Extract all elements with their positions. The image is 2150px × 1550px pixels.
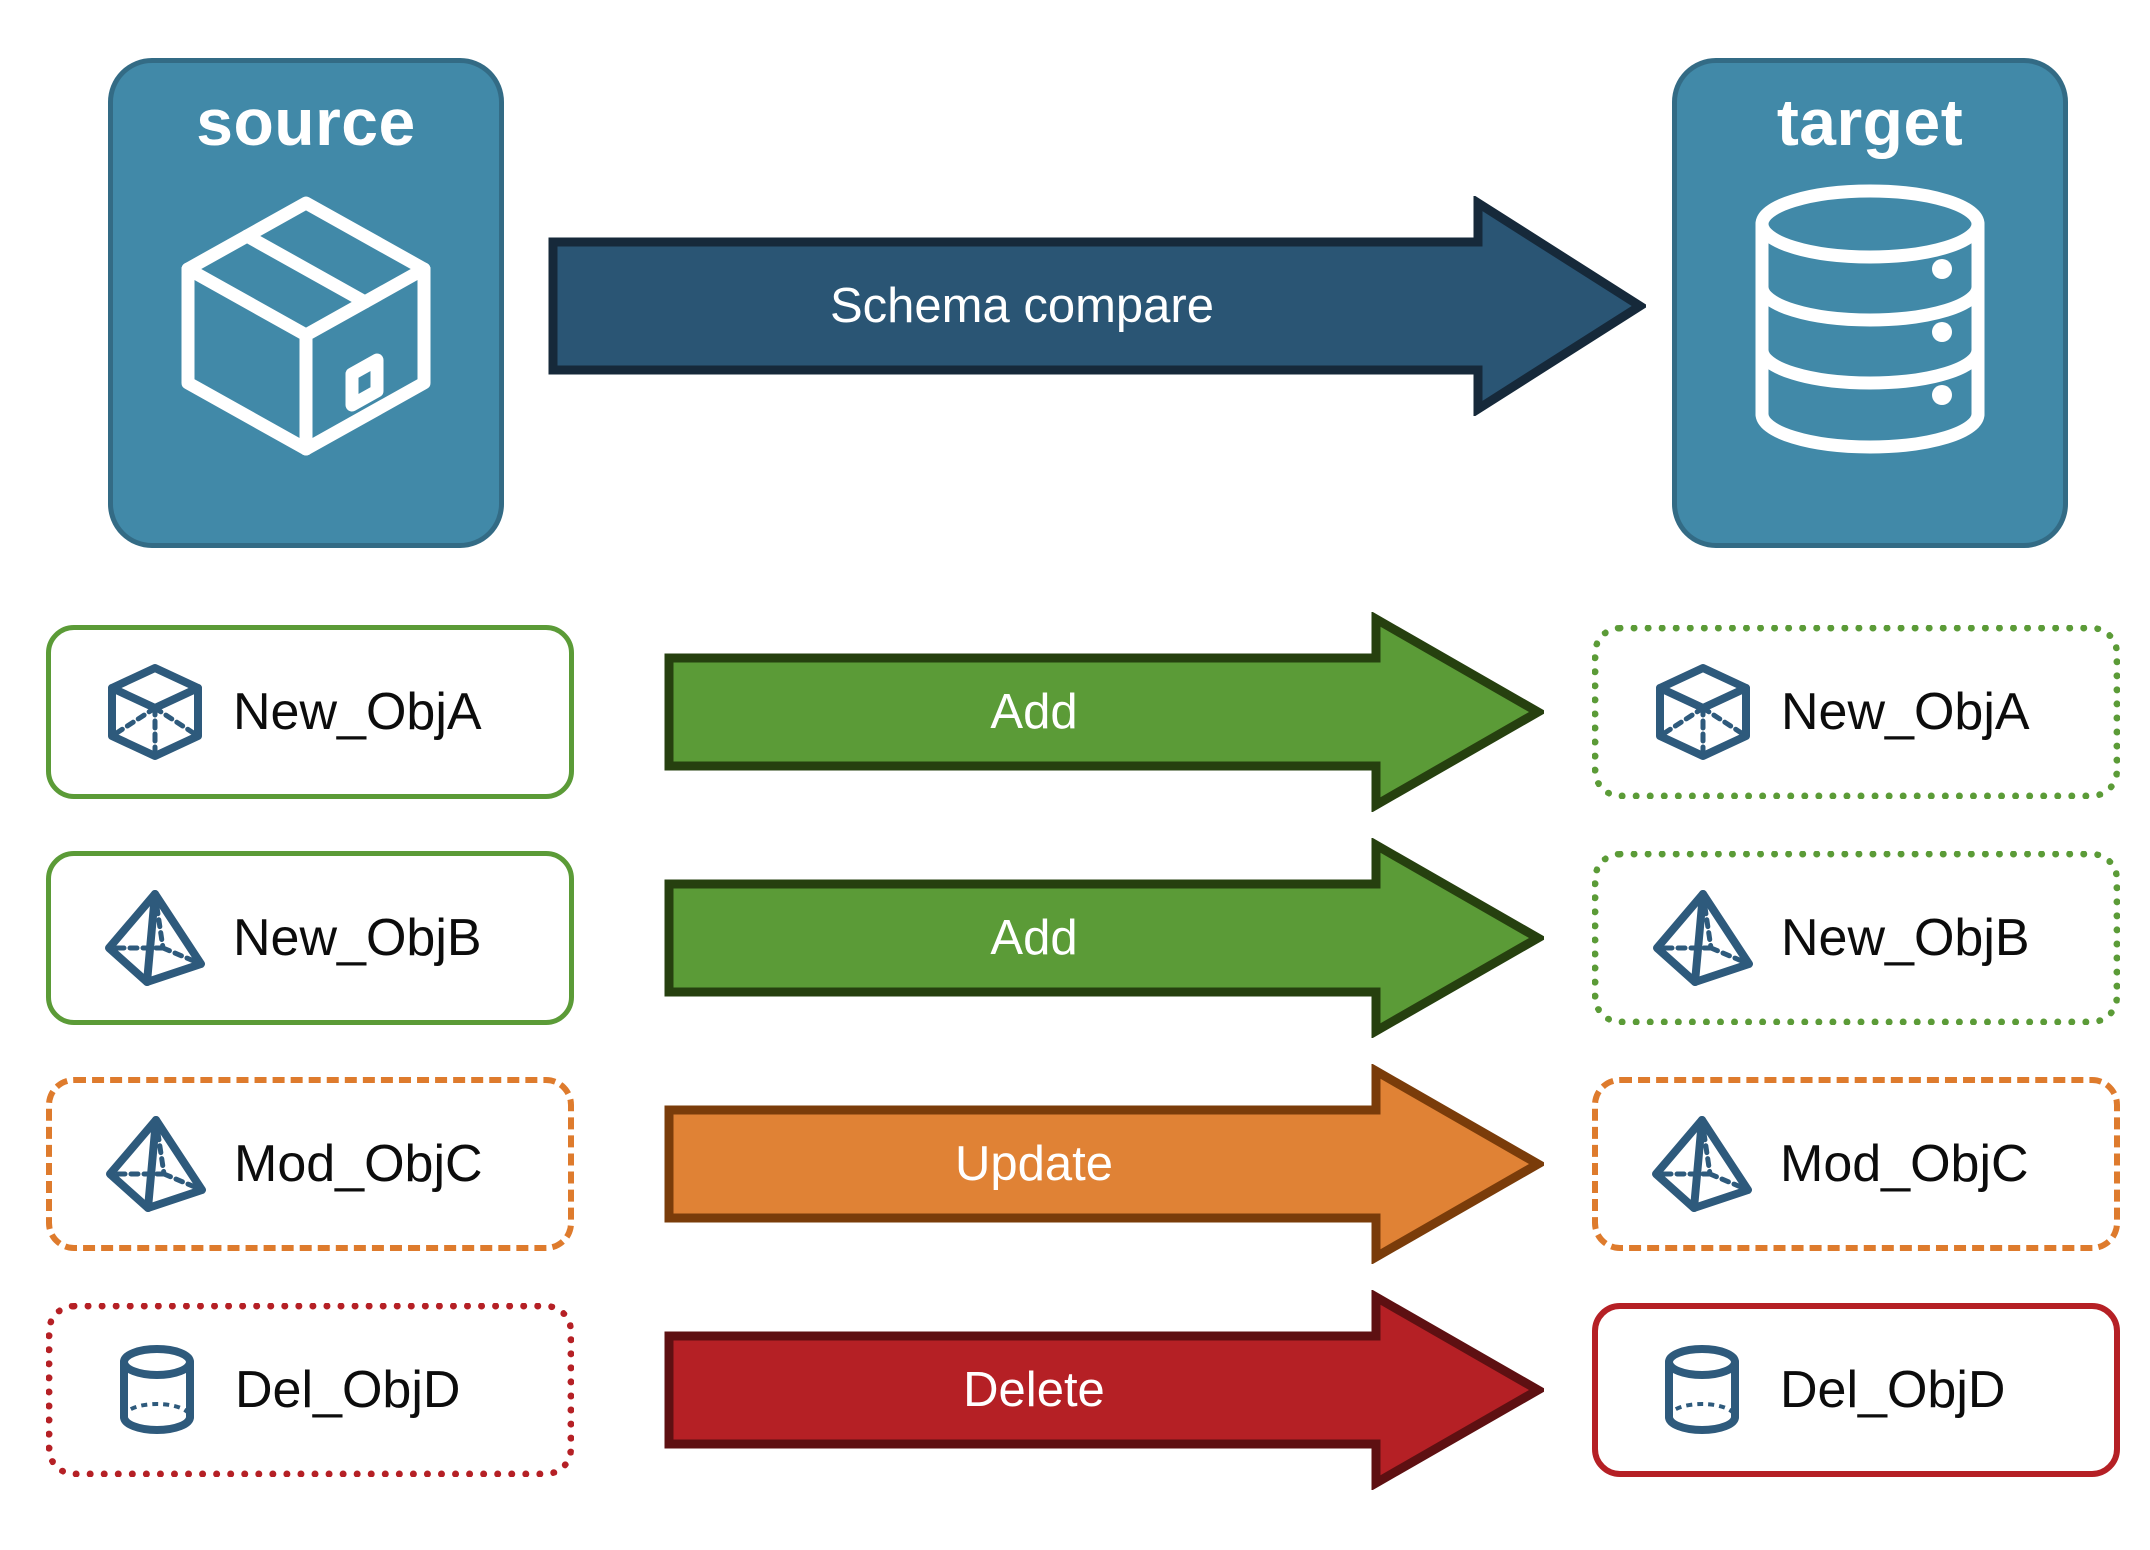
compare-row: Del_ObjD Delete Del_ObjD [0, 1290, 2150, 1490]
target-title: target [1776, 85, 1964, 159]
target-object-label: Mod_ObjC [1780, 1135, 2029, 1193]
source-object-label: Mod_ObjC [234, 1135, 483, 1193]
action-arrow-delete[interactable]: Delete [664, 1290, 1544, 1490]
compare-row: New_ObjB Add [0, 838, 2150, 1038]
target-object-label: Del_ObjD [1780, 1361, 2006, 1419]
source-object-label: New_ObjA [233, 683, 482, 741]
action-arrow-add[interactable]: Add [664, 838, 1544, 1038]
schema-compare-arrow: Schema compare [548, 196, 1646, 416]
wireframe-cylinder-icon [1642, 1338, 1762, 1442]
action-arrow-add[interactable]: Add [664, 612, 1544, 812]
compare-row: Mod_ObjC Update [0, 1064, 2150, 1264]
wireframe-cube-icon [1643, 660, 1763, 764]
source-object-box[interactable]: Mod_ObjC [46, 1077, 574, 1251]
action-arrow-update[interactable]: Update [664, 1064, 1544, 1264]
database-cylinder-icon [1720, 169, 2020, 469]
target-object-box[interactable]: New_ObjB [1592, 851, 2120, 1025]
target-object-label: New_ObjA [1781, 683, 2030, 741]
wireframe-pyramid-icon [95, 886, 215, 990]
target-object-box[interactable]: Mod_ObjC [1592, 1077, 2120, 1251]
source-object-box[interactable]: New_ObjB [46, 851, 574, 1025]
target-object-box[interactable]: New_ObjA [1592, 625, 2120, 799]
source-endpoint-card: source [108, 58, 504, 548]
source-object-label: Del_ObjD [235, 1361, 461, 1419]
wireframe-cube-icon [95, 660, 215, 764]
compare-row: New_ObjA Add [0, 612, 2150, 812]
target-endpoint-card: target [1672, 58, 2068, 548]
wireframe-pyramid-icon [1643, 886, 1763, 990]
target-object-box[interactable]: Del_ObjD [1592, 1303, 2120, 1477]
source-object-label: New_ObjB [233, 909, 482, 967]
target-object-label: New_ObjB [1781, 909, 2030, 967]
wireframe-pyramid-icon [96, 1112, 216, 1216]
wireframe-cylinder-icon [97, 1338, 217, 1442]
wireframe-pyramid-icon [1642, 1112, 1762, 1216]
source-title: source [196, 85, 416, 159]
source-object-box[interactable]: New_ObjA [46, 625, 574, 799]
source-object-box[interactable]: Del_ObjD [46, 1303, 574, 1477]
package-box-icon [156, 169, 456, 469]
